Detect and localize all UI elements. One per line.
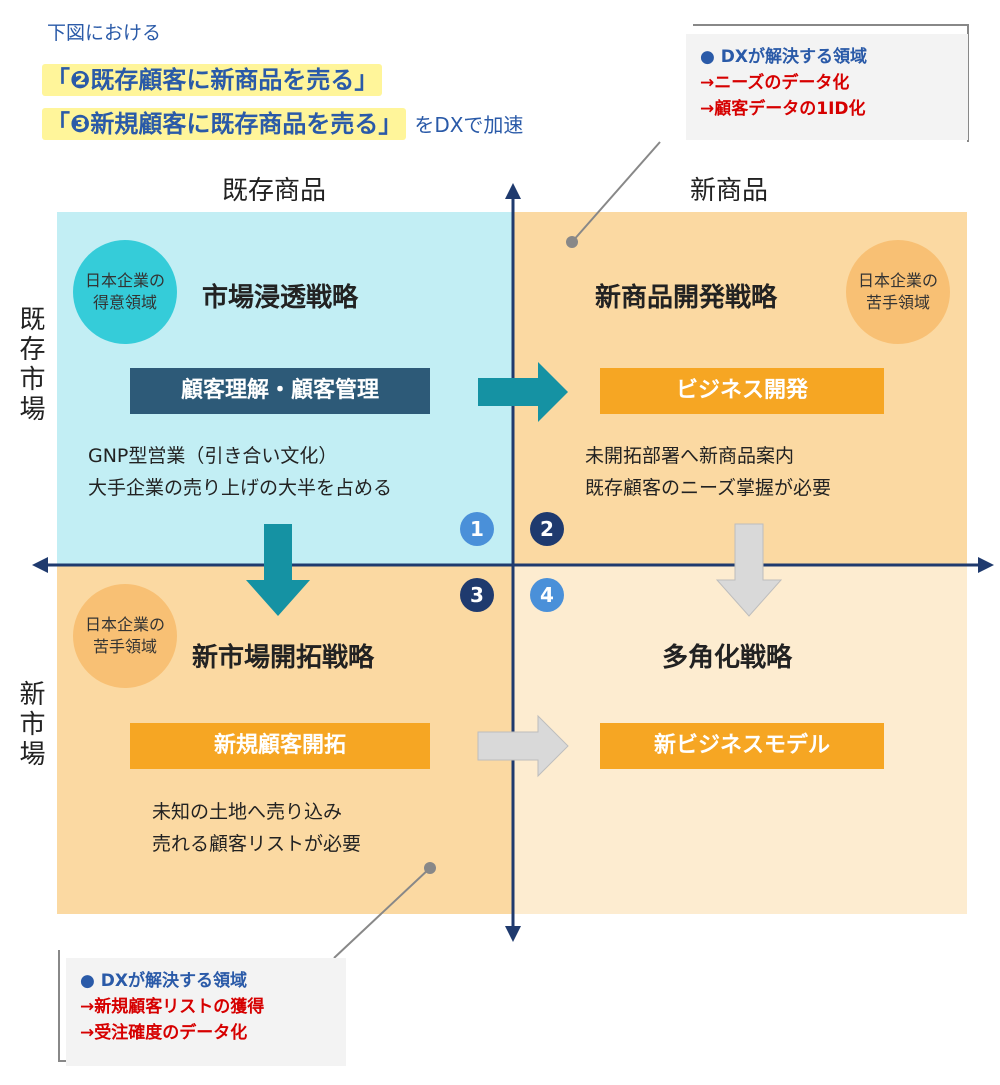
tag-new-business-model: 新ビジネスモデル [600, 723, 884, 769]
axis-arrow-left [32, 557, 48, 573]
badge-weakness-area-q3: 日本企業の 苦手領域 [73, 584, 177, 688]
callout-top: ● DXが解決する領域 →ニーズのデータ化 →顧客データの1ID化 [686, 34, 968, 140]
row-header-existing-market: 既存市場 [15, 305, 45, 425]
axis-arrow-right [978, 557, 994, 573]
number-marker-4: 4 [530, 578, 564, 612]
badge-weakness-text-q3: 日本企業の 苦手領域 [84, 615, 165, 656]
callout-bottom-pointer [333, 867, 431, 959]
arrow-q3-to-q4 [477, 714, 569, 778]
highlight-suffix: をDXで加速 [414, 113, 524, 137]
col-header-new-product: 新商品 [690, 176, 769, 206]
highlight-existing-customer-new-product: 「❷既存顧客に新商品を売る」 [42, 64, 383, 96]
callout-top-heading: ● DXが解決する領域 [700, 47, 867, 67]
arrow-q2-to-q4 [715, 523, 783, 617]
strategy-market-development: 新市場開拓戦略 [192, 643, 375, 673]
q3-desc-line2: 売れる顧客リストが必要 [152, 833, 362, 855]
badge-strength-area: 日本企業の 得意領域 [73, 240, 177, 344]
callout-top-line2: →顧客データの1ID化 [700, 99, 866, 119]
col-header-existing-product: 既存商品 [222, 176, 327, 206]
highlight-new-customer-existing-product: 「❸新規顧客に既存商品を売る」 [42, 108, 407, 140]
number-marker-3: 3 [460, 578, 494, 612]
badge-strength-text: 日本企業の 得意領域 [84, 271, 165, 312]
arrow-q1-to-q2 [478, 362, 568, 422]
callout-bottom-line1: →新規顧客リストの獲得 [80, 997, 265, 1017]
strategy-market-penetration: 市場浸透戦略 [202, 283, 359, 313]
callout-bottom: ● DXが解決する領域 →新規顧客リストの獲得 →受注確度のデータ化 [66, 958, 346, 1066]
tag-new-customer-acquisition: 新規顧客開拓 [130, 723, 430, 769]
strategy-product-development: 新商品開発戦略 [595, 283, 778, 313]
arrow-q1-to-q3 [246, 524, 310, 616]
tag-customer-understanding: 顧客理解・顧客管理 [130, 368, 430, 414]
highlight-line-1: 「❷既存顧客に新商品を売る」 [42, 60, 383, 96]
badge-weakness-area-q2: 日本企業の 苦手領域 [846, 240, 950, 344]
tag-business-development: ビジネス開発 [600, 368, 884, 414]
callout-top-pointer-dot [566, 236, 578, 248]
q3-desc-line1: 未知の土地へ売り込み [152, 801, 343, 823]
q2-desc-line1: 未開拓部署へ新商品案内 [585, 445, 795, 467]
q1-desc-line2: 大手企業の売り上げの大半を占める [88, 477, 393, 499]
number-marker-2: 2 [530, 512, 564, 546]
badge-weakness-text-q2: 日本企業の 苦手領域 [857, 271, 938, 312]
callout-top-line1: →ニーズのデータ化 [700, 73, 850, 93]
callout-top-frame [693, 24, 969, 142]
highlight-line-2: 「❸新規顧客に既存商品を売る」をDXで加速 [42, 104, 524, 140]
axis-arrow-down [505, 926, 521, 942]
q2-desc-line2: 既存顧客のニーズ掌握が必要 [585, 477, 832, 499]
strategy-diversification: 多角化戦略 [662, 643, 793, 673]
row-header-new-market: 新市場 [15, 680, 45, 770]
callout-top-pointer [571, 141, 661, 243]
callout-bottom-line2: →受注確度のデータ化 [80, 1023, 248, 1043]
intro-text: 下図における [47, 22, 162, 44]
q1-desc-line1: GNP型営業（引き合い文化） [88, 445, 338, 467]
number-marker-1: 1 [460, 512, 494, 546]
callout-bottom-pointer-dot [424, 862, 436, 874]
callout-bottom-heading: ● DXが解決する領域 [80, 971, 247, 991]
axis-arrow-up [505, 183, 521, 199]
